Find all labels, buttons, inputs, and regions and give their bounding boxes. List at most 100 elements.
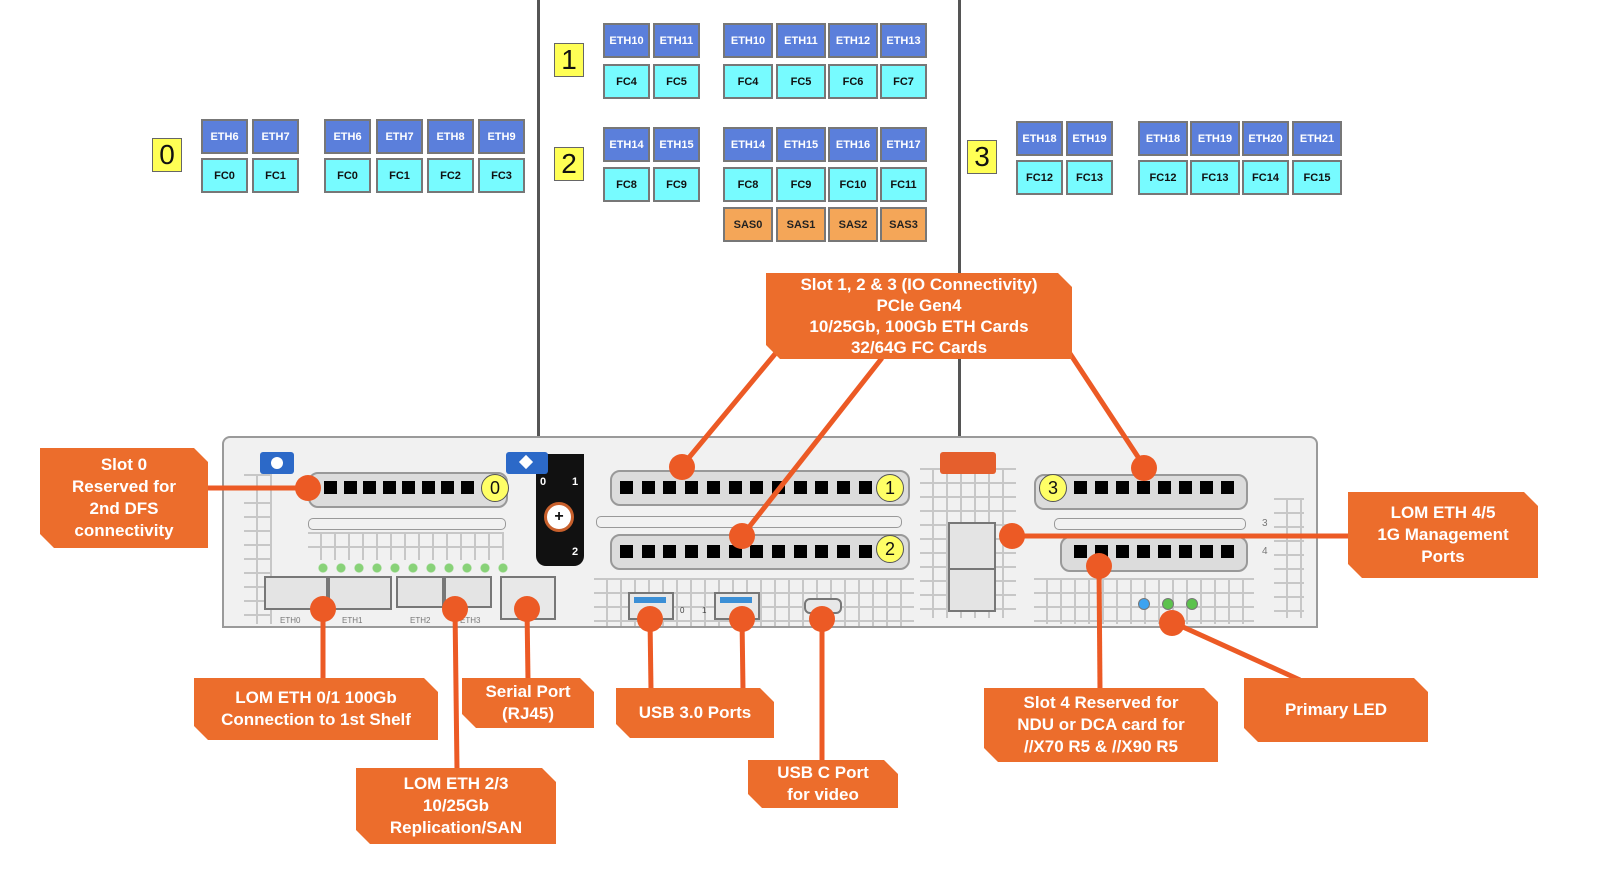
port-eth: ETH15 [776, 127, 826, 162]
release-latch-orange[interactable] [940, 452, 996, 474]
pcie-port-square [1179, 545, 1192, 558]
callout-usb-3-ports: USB 3.0 Ports [616, 688, 774, 738]
callout-line: LOM ETH 2/3 [403, 774, 509, 793]
port-fc: FC14 [1242, 160, 1289, 195]
marker-slot1 [669, 454, 695, 480]
port-eth: ETH7 [376, 119, 423, 154]
riser-label-2: 2 [572, 546, 579, 558]
callout-line: connectivity [74, 521, 174, 540]
port-eth: ETH7 [252, 119, 299, 154]
leader-slot3 [1062, 344, 1147, 468]
callout-line: LOM ETH 0/1 100Gb [235, 688, 397, 707]
callout-line: NDU or DCA card for [1017, 715, 1185, 734]
slot-1-chassis-badge: 1 [876, 474, 904, 502]
pcie-port-square [1116, 481, 1129, 494]
usb-label-0: 0 [680, 606, 685, 615]
pcie-port-square [441, 481, 454, 494]
port-eth: ETH6 [201, 119, 248, 154]
port-eth: ETH10 [603, 23, 650, 58]
leader-slot2 [740, 356, 884, 538]
sfp-port-eth2[interactable] [396, 576, 444, 608]
thumbscrew-icon[interactable]: + [544, 502, 574, 532]
port-eth: ETH16 [828, 127, 878, 162]
port-fc: FC12 [1138, 160, 1188, 195]
vent-grill [308, 532, 504, 560]
marker-led [1159, 610, 1185, 636]
port-eth: ETH10 [723, 23, 773, 58]
port-fc: FC9 [653, 167, 700, 202]
port-eth: ETH18 [1016, 121, 1063, 156]
port-eth: ETH17 [880, 127, 927, 162]
port-fc: FC15 [1292, 160, 1342, 195]
side-label-3: 3 [1262, 518, 1268, 529]
marker-serial [514, 596, 540, 622]
port-eth: ETH6 [324, 119, 371, 154]
port-eth: ETH19 [1066, 121, 1113, 156]
pcie-port-square [858, 545, 872, 558]
callout-lom-eth-4-5: LOM ETH 4/5 1G Management Ports [1348, 492, 1538, 578]
release-tab-riser[interactable] [506, 452, 548, 474]
marker-lom23 [442, 596, 468, 622]
pcie-port-square [1200, 545, 1213, 558]
marker-slot2 [729, 523, 755, 549]
port-eth: ETH15 [653, 127, 700, 162]
pcie-port-square [815, 481, 829, 494]
pcie-port-square [1116, 545, 1129, 558]
port-fc: FC10 [828, 167, 878, 202]
port-sas: SAS1 [776, 207, 826, 242]
port-eth: ETH9 [478, 119, 525, 154]
pcie-port-square [771, 545, 785, 558]
slot-2-chassis-badge: 2 [876, 535, 904, 563]
slot-3-badge: 3 [967, 140, 997, 174]
callout-line: 1G Management [1377, 525, 1509, 544]
port-fc: FC1 [252, 158, 299, 193]
rj45-port-eth5[interactable] [948, 568, 996, 612]
port-fc: FC0 [201, 158, 248, 193]
port-fc: FC6 [828, 64, 878, 99]
marker-slot3 [1131, 455, 1157, 481]
release-tab-slot-0[interactable] [260, 452, 294, 474]
divider-line-right [958, 0, 961, 436]
port-fc: FC2 [427, 158, 474, 193]
pcie-port-square [1137, 481, 1150, 494]
pcie-port-square [1074, 545, 1087, 558]
port-eth: ETH8 [427, 119, 474, 154]
pcie-port-square [793, 481, 807, 494]
slot-0-badge: 0 [152, 138, 182, 172]
port-fc: FC0 [324, 158, 371, 193]
marker-slot0 [295, 475, 321, 501]
usb-tongue [720, 597, 752, 603]
qsfp-port-eth1[interactable] [328, 576, 392, 610]
pcie-port-square [1179, 481, 1192, 494]
port-fc: FC4 [603, 64, 650, 99]
port-sas: SAS2 [828, 207, 878, 242]
pcie-port-square [858, 481, 872, 494]
port-fc: FC5 [776, 64, 826, 99]
callout-slot-4: Slot 4 Reserved for NDU or DCA card for … [984, 688, 1218, 762]
leader-slot4 [1096, 565, 1103, 691]
led-attn-green [1186, 598, 1198, 610]
callout-slot-1-2-3: Slot 1, 2 & 3 (IO Connectivity) PCIe Gen… [766, 273, 1072, 359]
divider-line-left [537, 0, 540, 436]
rj45-port-eth4[interactable] [948, 522, 996, 570]
callout-line: 32/64G FC Cards [850, 338, 988, 357]
port-fc: FC12 [1016, 160, 1063, 195]
callout-line: 10/25Gb, 100Gb ETH Cards [809, 317, 1029, 336]
pcie-port-square [1158, 545, 1171, 558]
leader-led [1170, 619, 1302, 683]
riser-label-1: 1 [572, 476, 579, 488]
pcie-port-square [706, 481, 720, 494]
leader-lom23 [452, 607, 460, 771]
callout-line: (RJ45) [502, 704, 554, 723]
pcie-port-square [728, 481, 742, 494]
callout-lom-eth-0-1: LOM ETH 0/1 100Gb Connection to 1st Shel… [194, 678, 438, 740]
callout-line: Ports [1421, 547, 1465, 566]
marker-usb1 [729, 606, 755, 632]
label-rail [308, 518, 506, 530]
pcie-port-square [815, 545, 829, 558]
callout-line: Connection to 1st Shelf [221, 710, 411, 729]
slot-3-chassis-badge: 3 [1039, 474, 1067, 502]
port-fc: FC9 [776, 167, 826, 202]
side-label-4: 4 [1262, 546, 1268, 557]
led-id-blue [1138, 598, 1150, 610]
